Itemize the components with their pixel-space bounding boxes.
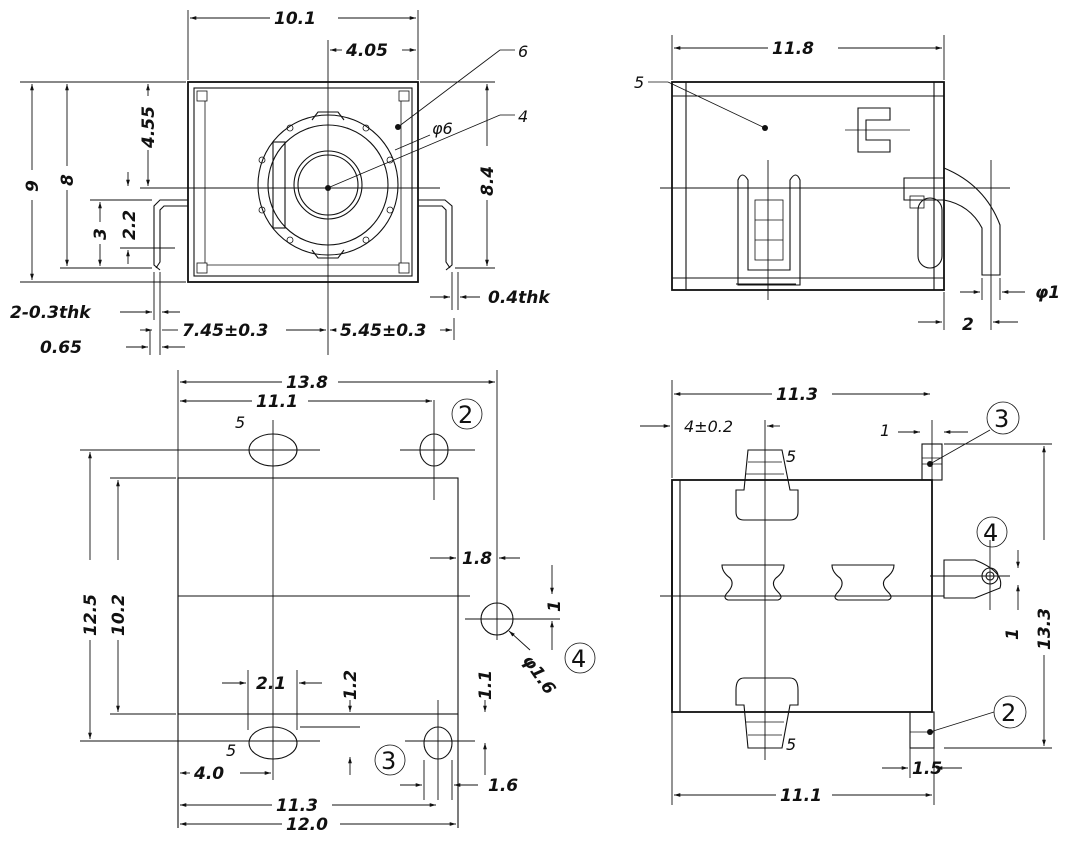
dim-8-4: 8.4 xyxy=(478,166,498,196)
circle-4-top xyxy=(976,516,1008,548)
dim-1-8: 1.8 xyxy=(462,549,492,569)
label-5-top-view: 5 xyxy=(786,447,796,466)
dim-1-mid: 1 xyxy=(1003,628,1023,640)
front-pin-left xyxy=(153,199,188,271)
circle-2-top-label: 2 xyxy=(1001,699,1016,727)
label-5-bottom-view: 5 xyxy=(786,735,796,754)
side-pin xyxy=(903,167,1001,276)
dim-3: 3 xyxy=(91,228,111,240)
circle-4 xyxy=(564,642,596,674)
dim-7-45: 7.45±0.3 xyxy=(182,321,268,341)
front-pin-right xyxy=(418,199,453,271)
dim-11-3: 11.3 xyxy=(276,796,318,816)
top-wave-right xyxy=(831,564,895,601)
circle-3-top xyxy=(986,401,1020,435)
circle-2-label: 2 xyxy=(458,401,473,429)
dim-phi1-6: φ1.6 xyxy=(518,651,559,698)
dim-11-3-top: 11.3 xyxy=(776,385,818,405)
dim-0-65: 0.65 xyxy=(40,338,82,358)
circle-2 xyxy=(451,398,483,430)
top-nub-upper xyxy=(735,449,799,521)
dim-1-6: 1.6 xyxy=(488,776,518,796)
dim-12-5: 12.5 xyxy=(81,594,101,636)
front-body-inner xyxy=(193,87,413,277)
label-5-top: 5 xyxy=(235,413,245,432)
dim-0-4thk: 0.4thk xyxy=(488,288,551,308)
side-latch xyxy=(857,107,891,153)
dim-8: 8 xyxy=(58,174,78,186)
dim-4-55: 4.55 xyxy=(139,106,159,149)
top-nub-lower xyxy=(735,677,799,749)
front-body-outline xyxy=(187,81,419,283)
circle-4-top-label: 4 xyxy=(983,519,998,547)
callout-6: 6 xyxy=(518,42,528,61)
top-tab-2 xyxy=(909,711,935,749)
dim-phi6: φ6 xyxy=(432,119,453,138)
dim-1-5: 1.5 xyxy=(912,759,942,779)
view-top: 11.3 4±0.2 1 3 5 4 13.3 1 5 2 1.5 xyxy=(640,380,1055,806)
dim-11-1-top: 11.1 xyxy=(780,786,822,806)
dim-13-8: 13.8 xyxy=(286,373,328,393)
circle-3-top-label: 3 xyxy=(994,405,1009,433)
side-body-outline xyxy=(671,81,945,291)
view-footprint: 13.8 11.1 5 2 12.5 10.2 1.8 1 φ1.6 4 xyxy=(80,370,596,835)
top-wave-left xyxy=(721,564,785,601)
dim-11-8: 11.8 xyxy=(772,39,814,59)
dim-13-3: 13.3 xyxy=(1035,608,1055,650)
dim-4-pm-0-2: 4±0.2 xyxy=(684,417,733,436)
label-5-bottom: 5 xyxy=(226,741,236,760)
dim-11-1: 11.1 xyxy=(256,392,298,412)
callout-5-side: 5 xyxy=(634,73,644,92)
circle-3-label: 3 xyxy=(381,747,396,775)
dim-1-top: 1 xyxy=(880,421,890,440)
view-front: 10.1 4.05 6 4 φ6 9 8 4.55 3 xyxy=(10,9,551,358)
side-tab xyxy=(737,174,801,286)
dim-5-45: 5.45±0.3 xyxy=(340,321,426,341)
top-pin-4 xyxy=(943,559,1002,599)
dim-10-1: 10.1 xyxy=(274,9,316,29)
circle-4-label: 4 xyxy=(571,645,586,673)
dim-12-0: 12.0 xyxy=(286,815,328,835)
dim-2-0-3thk: 2-0.3thk xyxy=(10,303,92,323)
dim-1-2: 1.2 xyxy=(341,670,361,700)
dim-1-vertical: 1 xyxy=(545,600,565,612)
dim-9: 9 xyxy=(23,180,43,192)
dim-2: 2 xyxy=(962,315,974,335)
circle-3 xyxy=(374,744,406,776)
dim-1-1: 1.1 xyxy=(476,670,496,700)
dim-2-1: 2.1 xyxy=(256,674,286,694)
view-side: 11.8 5 φ1 2 xyxy=(634,35,1060,335)
dim-10-2: 10.2 xyxy=(109,594,129,636)
dim-4-05: 4.05 xyxy=(345,41,388,61)
dim-2-2: 2.2 xyxy=(120,210,140,240)
callout-4: 4 xyxy=(518,107,528,126)
dim-phi1: φ1 xyxy=(1035,283,1060,303)
dim-4-0: 4.0 xyxy=(193,764,224,784)
